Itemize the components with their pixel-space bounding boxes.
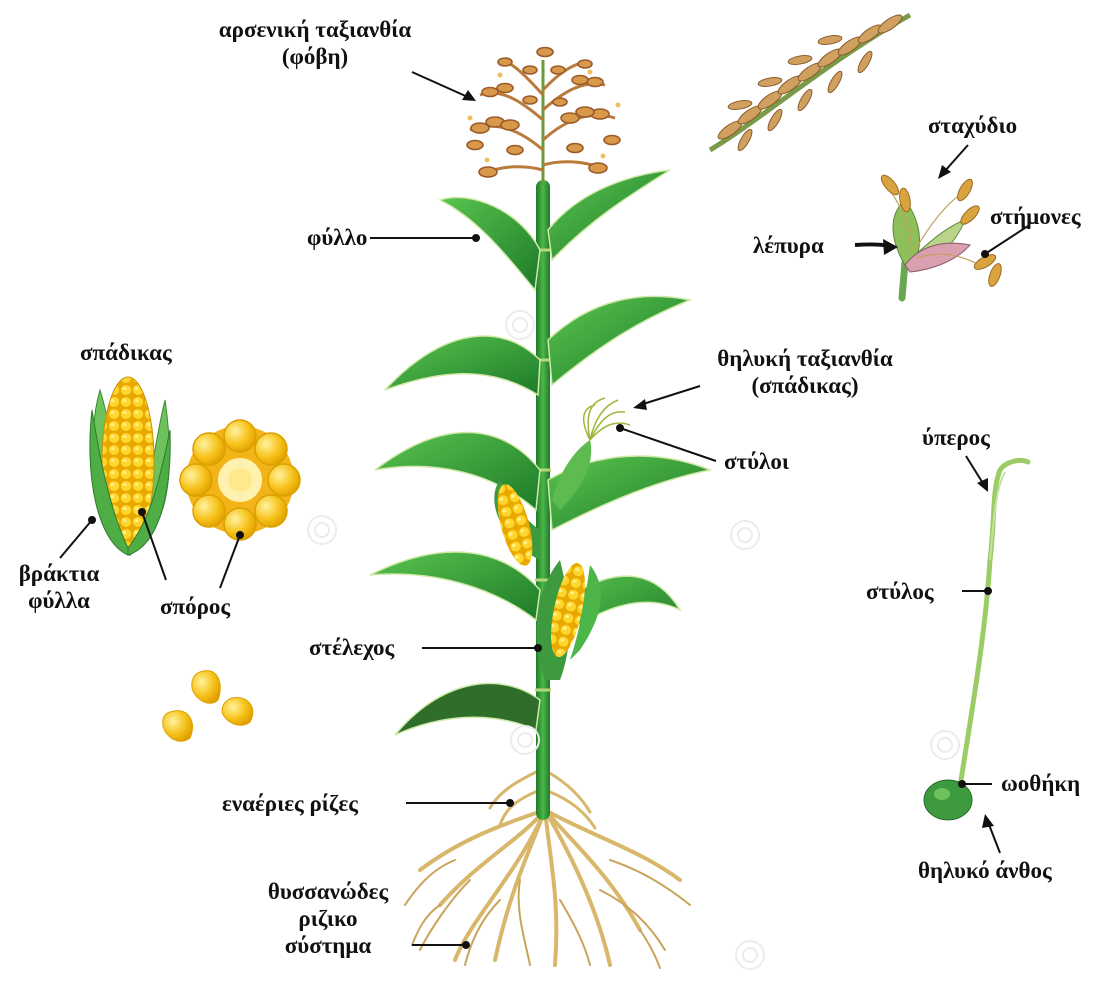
loose-kernels bbox=[163, 671, 253, 742]
label-husk-leaves-line1: βράκτια bbox=[0, 560, 118, 587]
stem bbox=[536, 180, 550, 820]
label-male-inflorescence-line1: αρσενική ταξιανθία bbox=[210, 16, 420, 43]
label-husk-leaves-line2: φύλλα bbox=[0, 587, 118, 614]
label-fibrous-root: θυσσανώδες ριζικο σύστημα bbox=[248, 878, 408, 959]
label-silks: στύλοι bbox=[724, 448, 789, 475]
label-style: στύλος bbox=[866, 578, 934, 605]
female-flower-detail bbox=[924, 460, 1028, 820]
label-lemma: λέπυρα bbox=[753, 232, 824, 259]
label-fibrous-root-line3: σύστημα bbox=[248, 932, 408, 959]
cob-cross-section bbox=[180, 420, 300, 540]
label-fibrous-root-line1: θυσσανώδες bbox=[248, 878, 408, 905]
label-female-inflorescence: θηλυκή ταξιανθία (σπάδικας) bbox=[700, 345, 910, 399]
spikelet-detail bbox=[878, 173, 1003, 298]
label-female-flower: θηλυκό άνθος bbox=[918, 857, 1052, 884]
label-male-inflorescence: αρσενική ταξιανθία (φόβη) bbox=[210, 16, 420, 70]
label-aerial-roots: εναέριες ρίζες bbox=[222, 790, 358, 817]
tassel-branch-detail bbox=[710, 12, 910, 153]
label-ovary: ωοθήκη bbox=[1001, 770, 1080, 797]
label-stamens: στήμονες bbox=[990, 203, 1081, 230]
tassel bbox=[467, 48, 621, 186]
label-pistil: ύπερος bbox=[922, 424, 990, 451]
label-female-inflorescence-line2: (σπάδικας) bbox=[700, 372, 910, 399]
label-husk-leaves: βράκτια φύλλα bbox=[0, 560, 118, 614]
label-male-inflorescence-line2: (φόβη) bbox=[210, 43, 420, 70]
label-cob-title: σπάδικας bbox=[80, 339, 172, 366]
label-seed: σπόρος bbox=[160, 593, 230, 620]
label-leaf: φύλλο bbox=[307, 224, 367, 251]
label-fibrous-root-line2: ριζικο bbox=[248, 905, 408, 932]
label-stem: στέλεχος bbox=[309, 634, 394, 661]
label-female-inflorescence-line1: θηλυκή ταξιανθία bbox=[700, 345, 910, 372]
cob-illustration bbox=[90, 377, 170, 555]
label-spikelet: σταχύδιο bbox=[928, 112, 1017, 139]
